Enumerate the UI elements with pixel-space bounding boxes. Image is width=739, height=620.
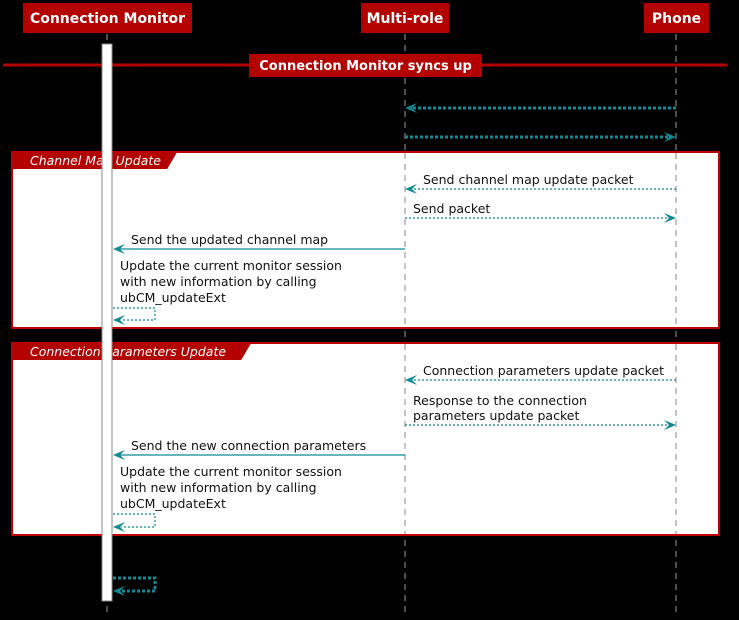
participant-label: Multi-role bbox=[367, 11, 444, 27]
message-label: ubCM_updateExt bbox=[120, 496, 226, 511]
message-label: Update the current monitor session bbox=[120, 258, 342, 273]
message: Connection parameters update packet bbox=[405, 363, 676, 385]
message bbox=[405, 103, 676, 113]
activation-bar-connection-monitor bbox=[101, 43, 113, 602]
message-label: Send the updated channel map bbox=[131, 232, 328, 247]
frame-label-tab bbox=[12, 343, 252, 360]
arrowhead-icon bbox=[113, 315, 125, 325]
arrowhead-icon bbox=[664, 213, 676, 223]
message-label: Send the new connection parameters bbox=[131, 438, 366, 453]
message-label: Connection parameters update packet bbox=[423, 363, 664, 378]
self-message-line bbox=[113, 576, 157, 593]
participant-label: Connection Monitor bbox=[30, 11, 185, 27]
frame-box bbox=[11, 151, 720, 329]
message-label: parameters update packet bbox=[413, 408, 579, 423]
arrowhead-icon bbox=[405, 375, 417, 385]
message: Send the new connection parameters bbox=[113, 438, 405, 460]
message-label: ubCM_updateExt bbox=[120, 290, 226, 305]
divider: Connection Monitor syncs up bbox=[3, 54, 727, 77]
frame-label: Channel Map Update bbox=[30, 153, 161, 168]
message-label: with new information by calling bbox=[120, 480, 317, 495]
participant-ph: Phone bbox=[644, 3, 709, 33]
frame-2: Connection Parameters Update bbox=[11, 342, 720, 536]
message-label: Send packet bbox=[413, 201, 490, 216]
participant-box bbox=[644, 3, 709, 33]
message-label: Response to the connection bbox=[413, 393, 587, 408]
message bbox=[113, 576, 157, 596]
participant-mr: Multi-role bbox=[361, 3, 449, 33]
frame-label: Connection Parameters Update bbox=[30, 344, 226, 359]
participant-box bbox=[361, 3, 449, 33]
arrowhead-icon bbox=[113, 244, 125, 254]
divider-box bbox=[249, 54, 482, 77]
arrowhead-icon bbox=[113, 586, 125, 596]
arrowhead-icon bbox=[405, 103, 417, 113]
participant-cm: Connection Monitor bbox=[23, 3, 192, 33]
self-message-line bbox=[113, 307, 156, 321]
arrowhead-icon bbox=[664, 420, 676, 430]
arrowhead-icon bbox=[113, 522, 125, 532]
message: Send channel map update packet bbox=[405, 172, 676, 194]
participant-label: Phone bbox=[652, 11, 701, 27]
message bbox=[405, 132, 676, 142]
self-message-line bbox=[113, 513, 156, 528]
message-label: Update the current monitor session bbox=[120, 464, 342, 479]
participants: Connection Monitor Multi-role Phone bbox=[23, 3, 709, 33]
arrowhead-icon bbox=[405, 184, 417, 194]
message: Send the updated channel map bbox=[113, 232, 405, 254]
participant-box bbox=[23, 3, 192, 33]
frame-label-tab bbox=[12, 152, 178, 169]
message: Send packet bbox=[405, 201, 676, 223]
message-label: Send channel map update packet bbox=[423, 172, 634, 187]
arrowhead-icon bbox=[113, 450, 125, 460]
message-label: with new information by calling bbox=[120, 274, 317, 289]
frame-box bbox=[11, 342, 720, 536]
arrowhead-icon bbox=[664, 132, 676, 142]
divider-label: Connection Monitor syncs up bbox=[259, 59, 472, 74]
frame-1: Channel Map Update bbox=[11, 151, 720, 329]
